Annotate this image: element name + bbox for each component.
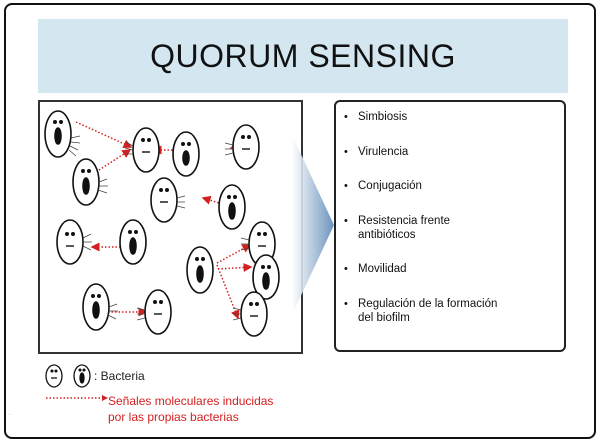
legend-bacterium-icon <box>73 364 91 388</box>
function-list: • Simbiosis • Virulencia • Conjugación • Res… <box>336 102 564 325</box>
bacterium <box>136 289 172 335</box>
title-band: QUORUM SENSING <box>38 19 568 93</box>
list-item-text: Conjugación <box>358 180 422 192</box>
legend-arrowhead-icon <box>102 395 108 401</box>
signal-arrow <box>75 121 133 148</box>
list-item-text: Resistencia frente antibióticos <box>358 214 451 241</box>
slide-frame <box>4 3 596 439</box>
legend-bacterium-icon <box>45 364 63 388</box>
bacteria-diagram-svg <box>44 110 280 337</box>
bacteria-diagram <box>38 100 303 354</box>
bacterium <box>252 254 280 300</box>
legend-bacteria-label: : Bacteria <box>94 369 145 383</box>
right-arrow-shape <box>292 135 334 315</box>
list-item: • Regulación de la formación del biofilm <box>344 297 508 325</box>
function-list-box: • Simbiosis • Virulencia • Conjugación • Res… <box>334 100 566 352</box>
list-item: • Conjugación <box>344 179 556 193</box>
bullet: • <box>344 263 348 275</box>
bacterium <box>82 283 118 331</box>
list-item-text: Virulencia <box>358 145 409 158</box>
list-item-text: Regulación de la formación del biofilm <box>358 297 498 324</box>
bacterium <box>218 184 246 230</box>
signal-arrow <box>216 264 240 320</box>
corner-mark: . <box>9 411 11 417</box>
bacterium <box>186 246 214 294</box>
bacterium <box>124 127 160 173</box>
list-item: • Simbiosis <box>344 110 556 124</box>
list-item-text: Movilidad <box>358 263 407 275</box>
list-item-text: Simbiosis <box>358 111 408 123</box>
list-item: • Resistencia frente antibióticos <box>344 214 508 242</box>
list-item: • Movilidad <box>344 262 556 276</box>
bacterium <box>44 110 81 158</box>
legend-signal-text: Señales moleculares inducidas por las pr… <box>108 393 273 425</box>
bullet: • <box>344 180 348 192</box>
bacterium <box>224 124 260 170</box>
bacterium <box>119 219 147 265</box>
signal-arrow <box>216 244 252 264</box>
list-item: • Virulencia <box>344 145 556 159</box>
bacterium <box>150 177 186 223</box>
bacterium <box>232 291 268 337</box>
signal-arrow <box>217 262 253 272</box>
bullet: • <box>344 297 348 310</box>
legend-icons <box>45 364 108 401</box>
slide-title: QUORUM SENSING <box>150 37 456 74</box>
bullet: • <box>344 145 348 158</box>
legend-signal-line1: Señales moleculares inducidas <box>108 394 274 408</box>
legend-signal-line2: por las propias bacterias <box>108 410 239 424</box>
bullet: • <box>344 214 348 227</box>
bacterium <box>56 219 92 265</box>
bullet: • <box>344 111 348 123</box>
bacterium <box>72 158 108 206</box>
signal-arrow <box>95 149 132 173</box>
signal-arrow <box>201 195 233 208</box>
bacterium <box>172 131 200 177</box>
